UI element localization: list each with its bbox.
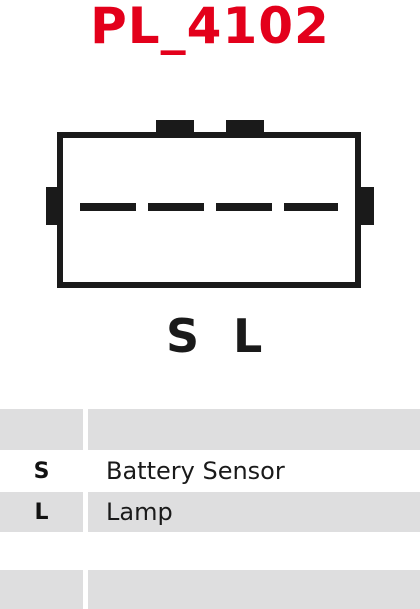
table-row (0, 532, 420, 570)
connector-side-tab-right (360, 187, 374, 225)
pin-description-cell (88, 409, 420, 450)
pin-code-cell (0, 409, 83, 450)
pin-code-cell: L (0, 492, 83, 532)
table-row: S Battery Sensor (0, 450, 420, 492)
connector-side-tab-left (46, 187, 60, 225)
pin-description-cell: Lamp (88, 492, 420, 532)
connector-diagram (46, 120, 374, 288)
pin-label-s: S (166, 309, 200, 363)
pin-code-cell: S (0, 450, 83, 492)
pin-code-cell (0, 570, 83, 609)
table-row (0, 570, 420, 609)
part-number-title: PL_4102 (90, 0, 330, 55)
table-row (0, 409, 420, 450)
pin-labels: S L (0, 308, 420, 368)
pin-description-cell: Battery Sensor (88, 450, 420, 492)
pin-code-cell (0, 532, 83, 570)
pin-description-cell (88, 570, 420, 609)
pin-label-l: L (233, 309, 263, 363)
pin-description-cell (88, 532, 420, 570)
pin-table: S Battery Sensor L Lamp (0, 409, 420, 609)
table-row: L Lamp (0, 492, 420, 532)
